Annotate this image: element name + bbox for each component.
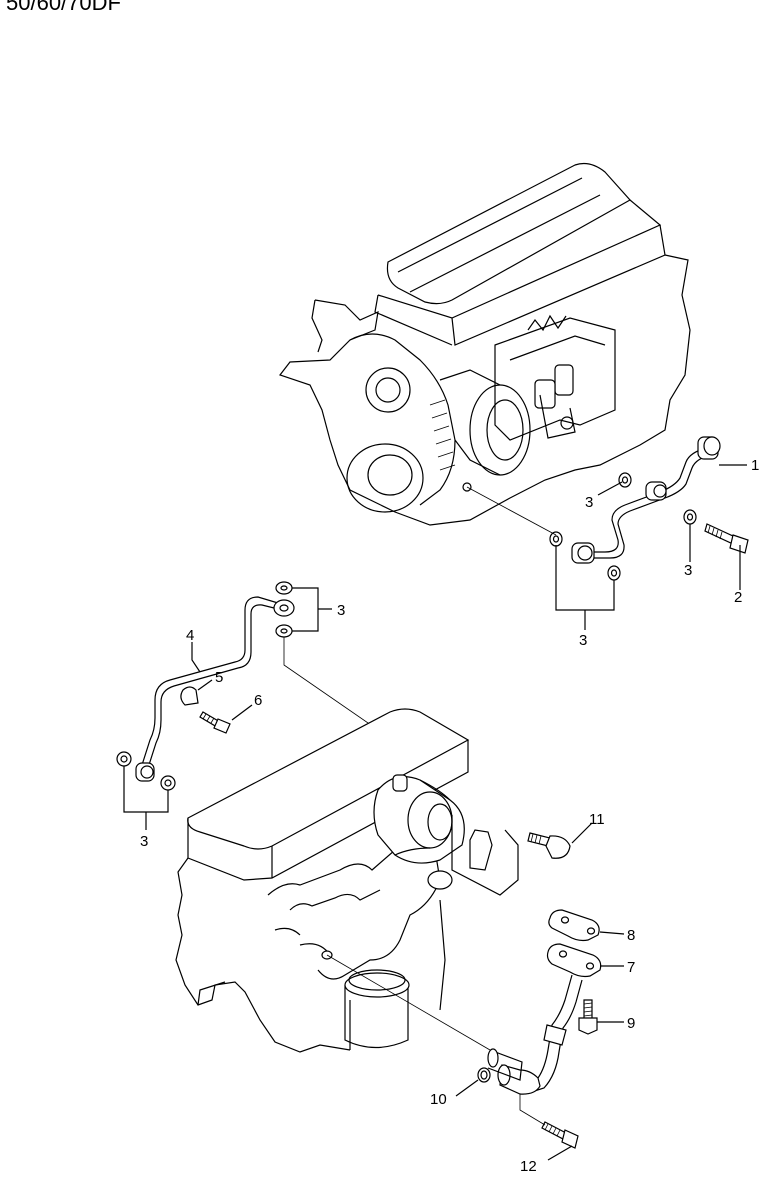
upper-engine-block <box>279 162 691 526</box>
turbo-oil-drain-pipe <box>326 832 602 1149</box>
bolt-12 <box>541 1121 579 1149</box>
callout-3-e: 3 <box>140 833 148 850</box>
bolt-11 <box>527 832 571 859</box>
callout-2: 2 <box>734 589 742 606</box>
callout-labels: 1 2 3 3 3 3 3 4 5 6 7 8 9 10 11 12 <box>140 457 759 1175</box>
page-title: 50/60/70DF <box>6 0 121 15</box>
lower-engine-block <box>175 708 519 1053</box>
callout-10: 10 <box>430 1091 447 1108</box>
callout-4: 4 <box>186 627 194 644</box>
callout-7: 7 <box>627 959 635 976</box>
callout-5: 5 <box>215 669 223 686</box>
pipe-clip-5 <box>180 686 199 706</box>
callout-3-a: 3 <box>585 494 593 511</box>
upper-oil-pipe <box>466 436 749 581</box>
callout-3-c: 3 <box>579 632 587 649</box>
callout-6: 6 <box>254 692 262 709</box>
callout-3-b: 3 <box>684 562 692 579</box>
turbo-oil-feed-pipe <box>116 581 401 791</box>
banjo-bolt-2 <box>704 523 749 554</box>
callout-8: 8 <box>627 927 635 944</box>
flange-bolt-9 <box>578 999 598 1035</box>
callout-1: 1 <box>751 457 759 474</box>
gasket-8 <box>548 909 600 942</box>
clip-bolt-6 <box>199 711 231 734</box>
callout-11: 11 <box>589 811 605 828</box>
callout-12: 12 <box>520 1158 537 1175</box>
callout-leaders <box>123 464 747 1161</box>
callout-3-d: 3 <box>337 602 345 619</box>
callout-9: 9 <box>627 1015 635 1032</box>
